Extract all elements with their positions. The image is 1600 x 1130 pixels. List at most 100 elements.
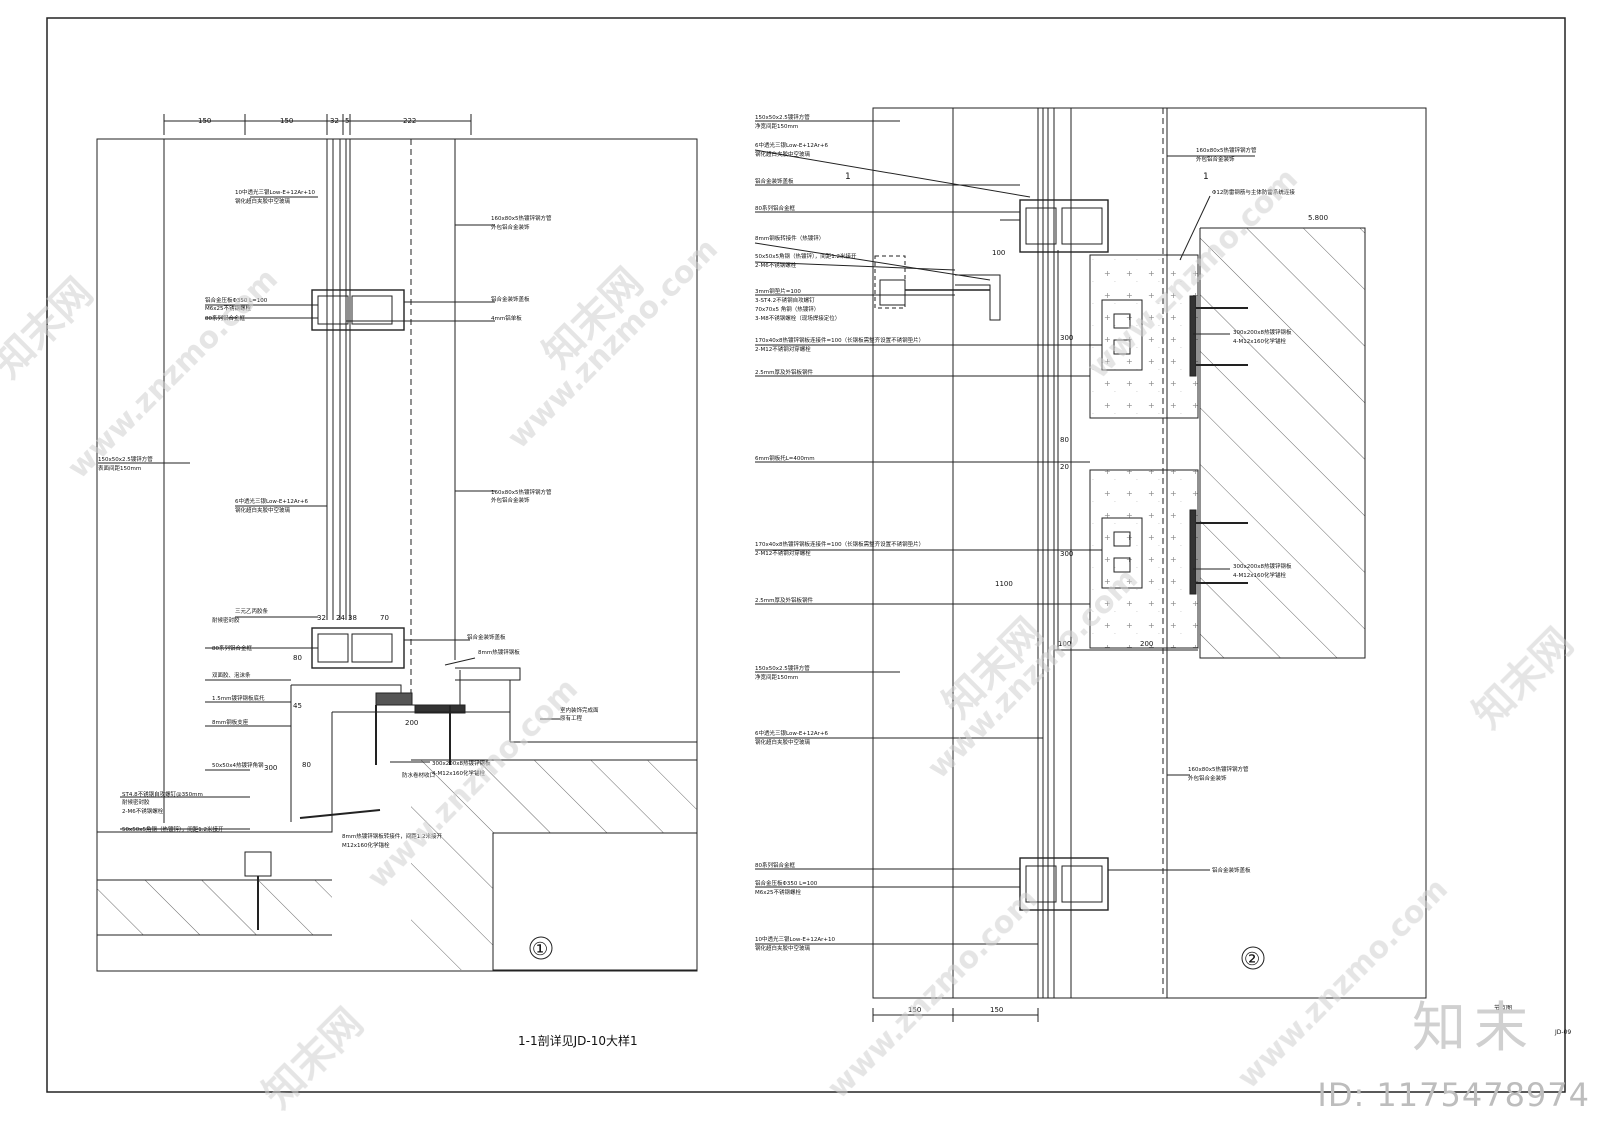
label: 8mm热镀锌钢板转接件，间距1.2米接开 [342, 832, 442, 840]
label: 10中透光三银Low-E+12Ar+10 [235, 188, 316, 196]
label: 80系列铝合金框 [755, 204, 795, 212]
label: M12x160化学锚栓 [342, 841, 390, 849]
label: 50x50x5角钢（热镀锌），间距1.2米接开 [755, 252, 857, 260]
label: 外包铝合金装饰 [1188, 774, 1227, 782]
label: 原有工程 [560, 714, 583, 722]
watermark-brand: 知末网 [0, 270, 102, 387]
dim-text: 70 [380, 614, 389, 622]
dim-text: 5 [345, 117, 349, 125]
brand-logo: 知末 [1412, 996, 1536, 1059]
label: 2.5mm厚及外铝板钢件 [755, 596, 813, 604]
label: 钢化超白夹胶中空玻璃 [755, 150, 811, 158]
label: 3mm钢垫片=100 [755, 287, 801, 295]
detail1-mid-dims: 32 24 38 70 80 45 300 80 200 [264, 614, 418, 772]
label: 钢化超白夹胶中空玻璃 [755, 738, 811, 746]
label: 2-M6不锈钢螺栓 [122, 807, 164, 815]
label: 300x200x8热镀锌钢板 [1233, 562, 1292, 570]
label: 铝合金装饰盖板 [467, 633, 506, 641]
dim-text: 100 [992, 249, 1005, 257]
dim-text: 300 [264, 764, 277, 772]
label: 2-M12不锈钢对穿螺栓 [755, 345, 811, 353]
label: 6mm钢板托L=400mm [755, 454, 815, 462]
label: 150x50x2.5镀锌方管 [755, 113, 810, 121]
sheet-border [46, 17, 1566, 1093]
dim-text: 222 [403, 117, 416, 125]
label: 160x80x5热镀锌钢方管 [1188, 765, 1249, 773]
label: 钢化超白夹胶中空玻璃 [235, 506, 291, 514]
dim-text: 300 [1060, 550, 1073, 558]
label: 70x70x5 角钢（热镀锌） [755, 305, 819, 313]
label: 耐候密封胶 [122, 798, 150, 806]
watermark-brand: 知末网 [255, 1000, 372, 1117]
label: 3-M8不锈钢螺栓（现场焊接定位） [755, 314, 840, 322]
label: 150x50x2.5镀锌方管 [755, 664, 810, 672]
dim-text: 80 [1060, 436, 1069, 444]
label: 2-M12不锈钢对穿螺栓 [755, 549, 811, 557]
dim-text: 20 [1060, 463, 1069, 471]
dim-text: 100 [1058, 640, 1071, 648]
detail2-left-labels: 150x50x2.5镀锌方管 净宽间距150mm 6中透光三银Low-E+12A… [755, 113, 924, 952]
label: 160x80x5热镀锌钢方管 [491, 488, 552, 496]
label: 160x80x5热镀锌钢方管 [491, 214, 552, 222]
detail1-frame [96, 138, 698, 972]
label: 净宽间距150mm [755, 673, 798, 681]
dim-text: 150 [198, 117, 211, 125]
section-mark: 1 [845, 172, 851, 182]
label: 4mm铝单板 [491, 314, 522, 322]
dim-text: 80 [293, 654, 302, 662]
label: 铝合金压板Φ350 L=100 [755, 879, 818, 887]
label: 净宽间距150mm [755, 122, 798, 130]
label: Φ12防雷钢筋与主体防雷系统连接 [1212, 188, 1295, 196]
drawing-caption: 1-1剖详见JD-10大样1 [518, 1033, 638, 1048]
label: 80系列铝合金框 [755, 861, 795, 869]
dim-text: 150 [280, 117, 293, 125]
label: 4-M12x160化学锚栓 [432, 769, 485, 777]
label: 室内装饰完成面 [560, 706, 599, 714]
label: M6x25不锈钢螺栓 [205, 304, 251, 312]
label: 150x50x2.5镀锌方管 [98, 455, 153, 463]
detail2-dims: 150 150 100 300 80 20 300 1100 100 200 5… [845, 172, 1328, 1014]
elevation-text: 5.800 [1308, 214, 1328, 222]
label: 钢化超白夹胶中空玻璃 [755, 944, 811, 952]
sheet-title: 节点图 [1494, 1004, 1512, 1012]
dim-text: 150 [908, 1006, 921, 1014]
label: 2-M6不锈钢螺栓 [755, 261, 797, 269]
label: 铝合金装饰盖板 [755, 177, 794, 185]
dim-text: 32 [317, 614, 326, 622]
label: 双面胶、泡沫条 [212, 671, 251, 679]
label: 8mm热镀锌钢板 [478, 648, 520, 656]
label: 170x40x8热镀锌钢板连接件=100（长钢板需整齐设置不锈钢垫片） [755, 540, 924, 548]
label: 3-ST4.2不锈钢自攻螺钉 [755, 296, 815, 304]
label: 6中透光三银Low-E+12Ar+6 [755, 729, 829, 737]
label: 80系列铝合金框 [205, 314, 245, 322]
label: 80系列铝合金框 [212, 644, 252, 652]
dim-text: 38 [348, 614, 357, 622]
label: 三元乙丙胶条 [235, 607, 269, 615]
detail1-left-labels: 10中透光三银Low-E+12Ar+10 钢化超白夹胶中空玻璃 铝合金压板Φ35… [98, 188, 316, 833]
dim-text: 150 [990, 1006, 1003, 1014]
image-id-watermark: ID: 1175478974 [1317, 1076, 1590, 1114]
label: 4-M12x160化学锚栓 [1233, 571, 1286, 579]
label: 4-M12x160化学锚栓 [1233, 337, 1286, 345]
label: 铝合金压板Φ350 L=100 [205, 296, 268, 304]
dim-text: 300 [1060, 334, 1073, 342]
label: 50x50x5角钢（热镀锌），间距1.2米接开 [122, 825, 224, 833]
dim-text: 45 [293, 702, 302, 710]
dim-text: 1100 [995, 580, 1013, 588]
label: 50x50x4热镀锌角钢 [212, 761, 264, 769]
label: 外包铝合金装饰 [1196, 155, 1235, 163]
label: 8mm钢板转接件（热镀锌） [755, 234, 824, 242]
label: 160x80x5热镀锌钢方管 [1196, 146, 1257, 154]
label: 铝合金装饰盖板 [491, 295, 530, 303]
detail-1-mark: ① [529, 936, 553, 960]
label: 外包铝合金装饰 [491, 496, 530, 504]
dim-text: 200 [1140, 640, 1153, 648]
detail-2-mark: ② [1241, 946, 1265, 970]
label: 2.5mm厚及外铝板钢件 [755, 368, 813, 376]
dim-text: 200 [405, 719, 418, 727]
label: ST4.8不锈钢自攻螺钉@350mm [122, 790, 203, 798]
label: M6x25不锈钢螺栓 [755, 888, 801, 896]
label: 耐候密封胶 [212, 616, 240, 624]
detail2-frame [872, 107, 1427, 999]
